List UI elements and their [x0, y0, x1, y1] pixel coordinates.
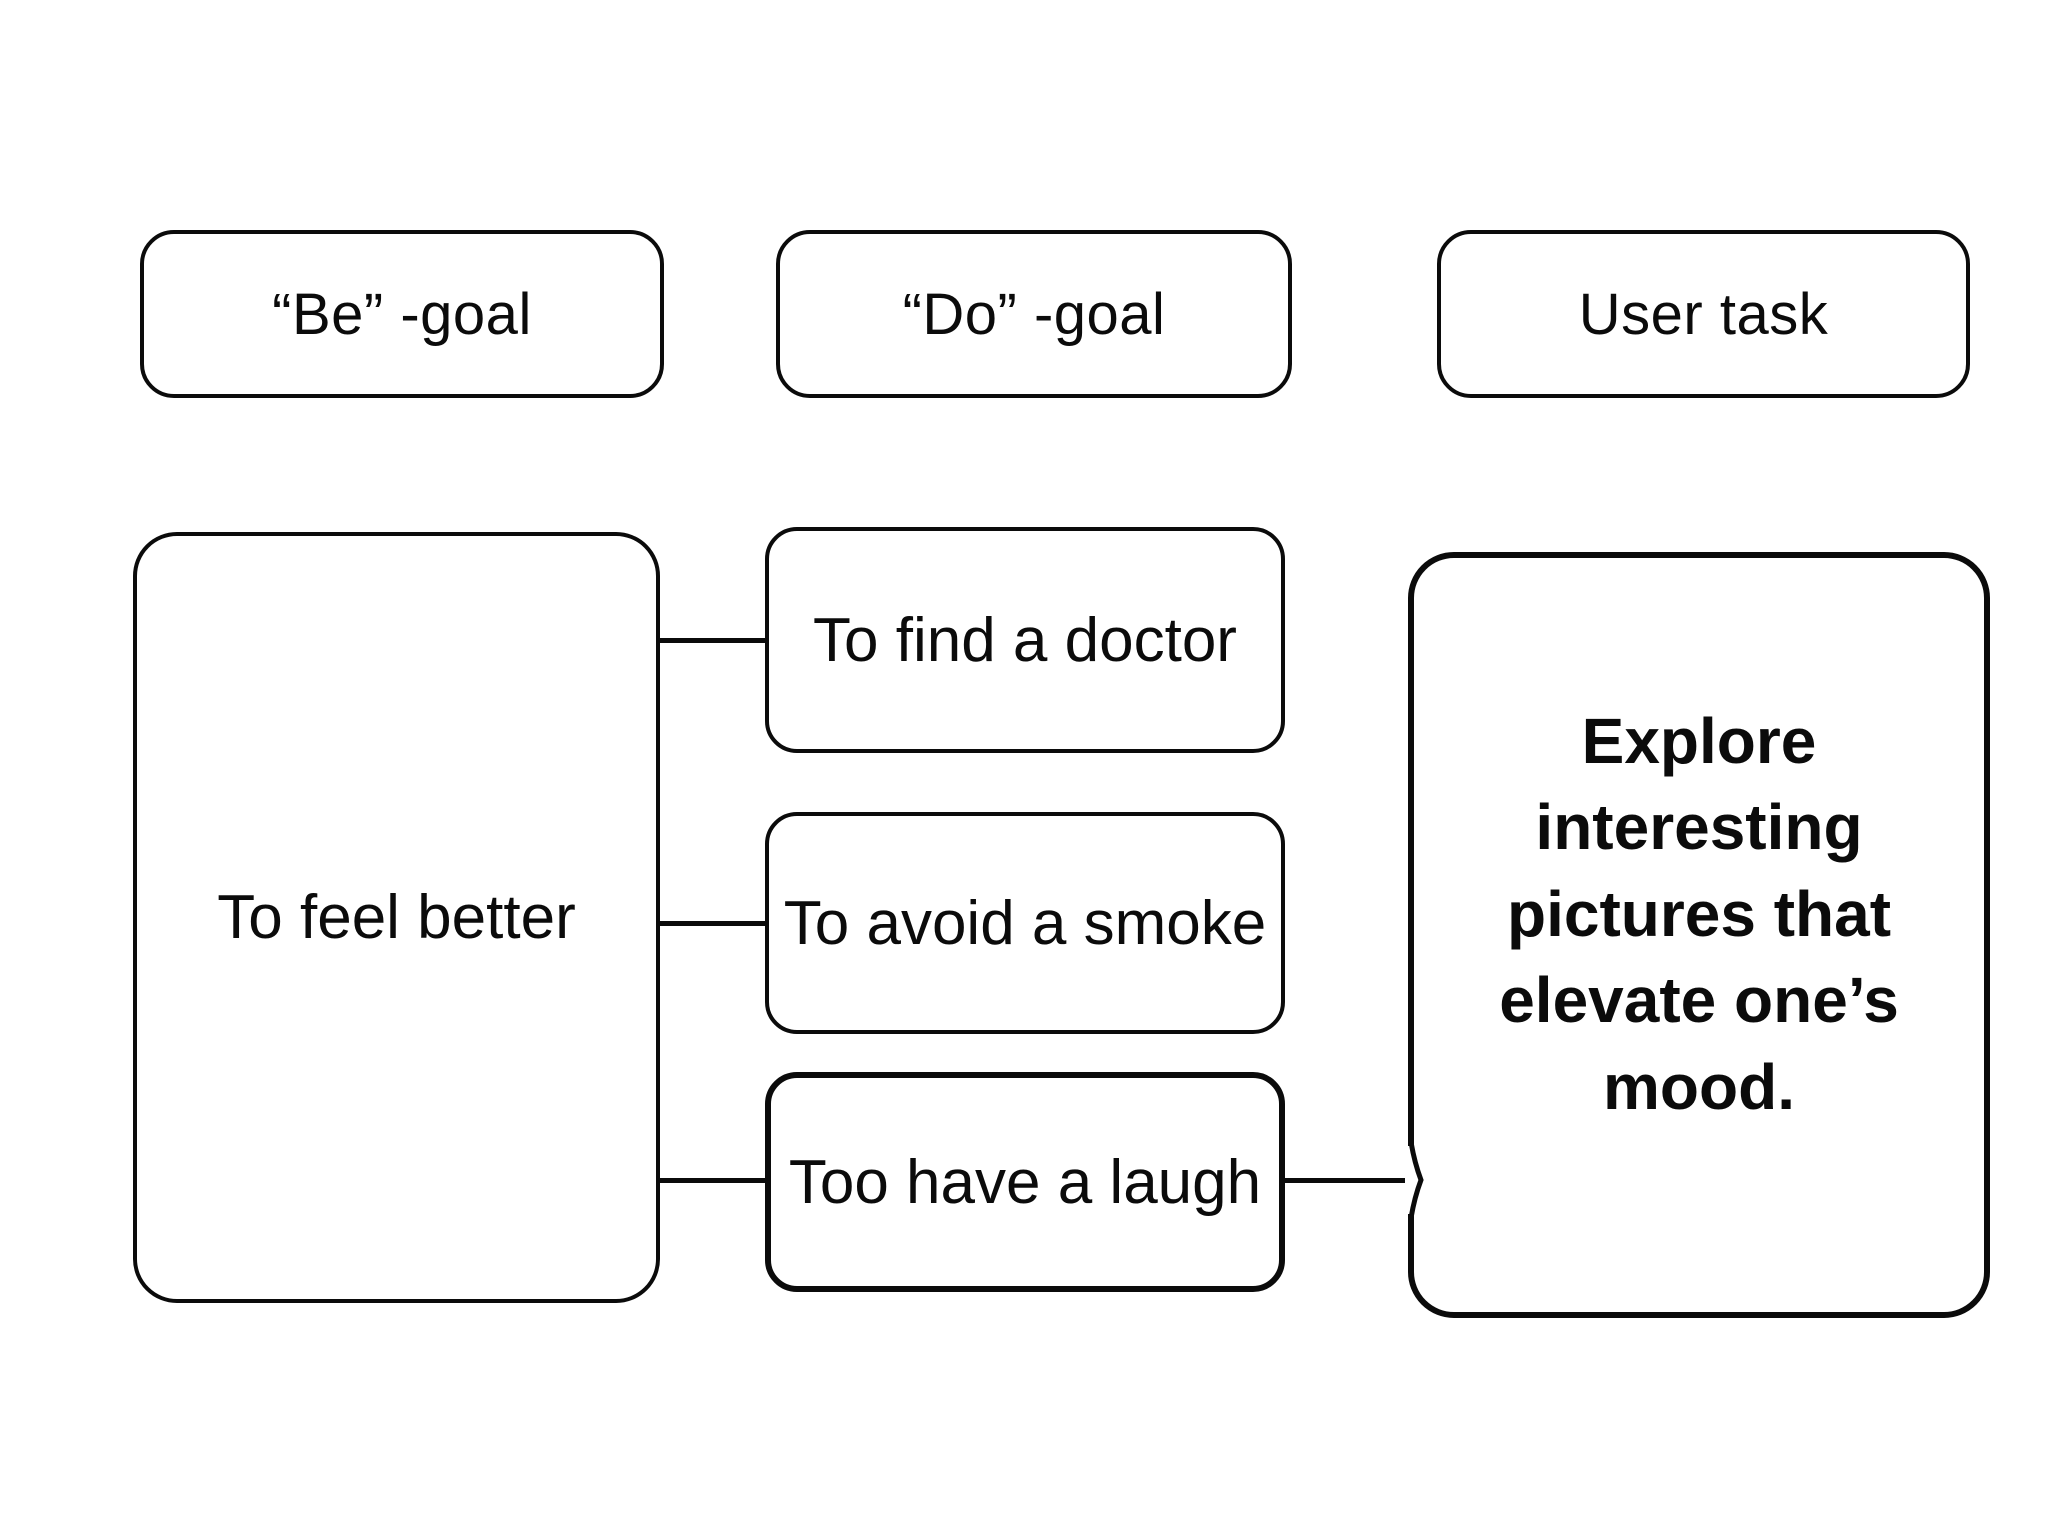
header-do-goal-label: “Do” -goal — [902, 281, 1166, 347]
header-user-task: User task — [1437, 230, 1970, 398]
do-goal-find-doctor-label: To find a doctor — [813, 605, 1237, 675]
be-goal-label: To feel better — [217, 883, 576, 952]
connector-feel-better-to-have-laugh — [656, 1178, 768, 1183]
header-user-task-label: User task — [1578, 281, 1829, 347]
header-be-goal-label: “Be” -goal — [272, 281, 532, 347]
connector-pinch-icon — [1408, 1142, 1424, 1218]
do-goal-avoid-smoke-label: To avoid a smoke — [783, 888, 1267, 958]
do-goal-have-laugh-label: Too have a laugh — [788, 1147, 1262, 1217]
header-do-goal: “Do” -goal — [776, 230, 1292, 398]
do-goal-box-avoid-smoke: To avoid a smoke — [765, 812, 1285, 1034]
do-goal-box-find-doctor: To find a doctor — [765, 527, 1285, 753]
connector-feel-better-to-avoid-smoke — [656, 921, 768, 926]
connector-have-laugh-to-user-task — [1283, 1178, 1420, 1183]
header-be-goal: “Be” -goal — [140, 230, 664, 398]
user-task-label: Explore interesting pictures that elevat… — [1499, 705, 1899, 1123]
user-task-box: Explore interesting pictures that elevat… — [1408, 552, 1990, 1318]
be-goal-box: To feel better — [133, 532, 660, 1303]
connector-feel-better-to-find-doctor — [656, 638, 768, 643]
do-goal-box-have-laugh: Too have a laugh — [765, 1072, 1285, 1292]
